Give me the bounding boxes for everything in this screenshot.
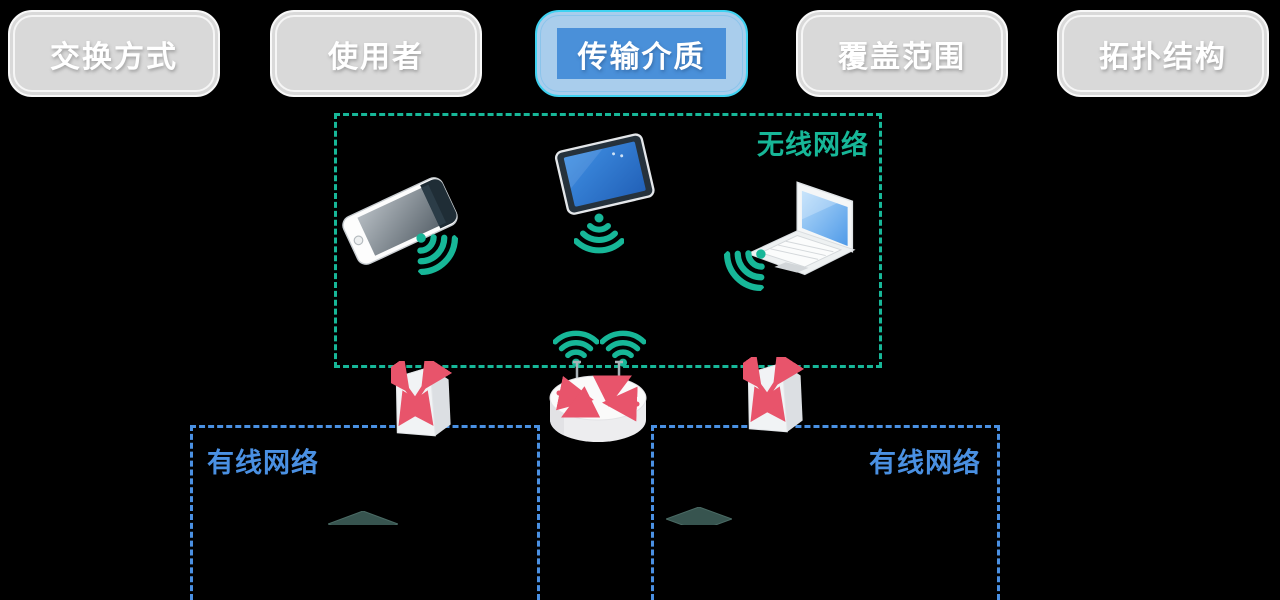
router-icon [549,360,647,442]
wifi-signal-icon [573,206,625,254]
tab-topology-label: 拓扑结构 [1099,40,1227,74]
tab-transmission-medium[interactable]: 传输介质 [535,10,748,97]
tab-transmission-medium-label: 传输介质 [577,40,706,74]
tab-switching-method[interactable]: 交换方式 [8,10,220,97]
wired-network-zone-right-label: 有线网络 [869,448,981,478]
tab-coverage-area[interactable]: 覆盖范围 [796,10,1008,97]
tablet-icon [554,133,655,215]
tab-user-type[interactable]: 使用者 [270,10,482,97]
switch-icon [391,361,453,437]
tab-switching-method-label: 交换方式 [50,40,178,74]
wifi-signal-icon [716,227,788,299]
wireless-network-zone-label: 无线网络 [757,130,869,160]
tab-coverage-area-label: 覆盖范围 [838,40,966,74]
tab-topology[interactable]: 拓扑结构 [1057,10,1269,97]
monitor-icon [666,507,732,525]
wired-network-zone-left: 有线网络 [190,425,540,600]
monitor-icon [328,511,398,525]
laptop-icon [746,181,856,276]
wired-network-zone-right: 有线网络 [651,425,1000,600]
wifi-signal-icon [599,330,647,374]
smartphone-icon [342,177,458,265]
tab-transmission-medium-highlight: 传输介质 [557,28,726,79]
wifi-signal-icon [552,330,600,374]
wireless-network-zone: 无线网络 [334,113,882,368]
wired-network-zone-left-label: 有线网络 [207,448,319,478]
switch-icon [743,357,805,433]
wifi-signal-icon [394,211,466,283]
tab-user-type-label: 使用者 [328,40,424,74]
